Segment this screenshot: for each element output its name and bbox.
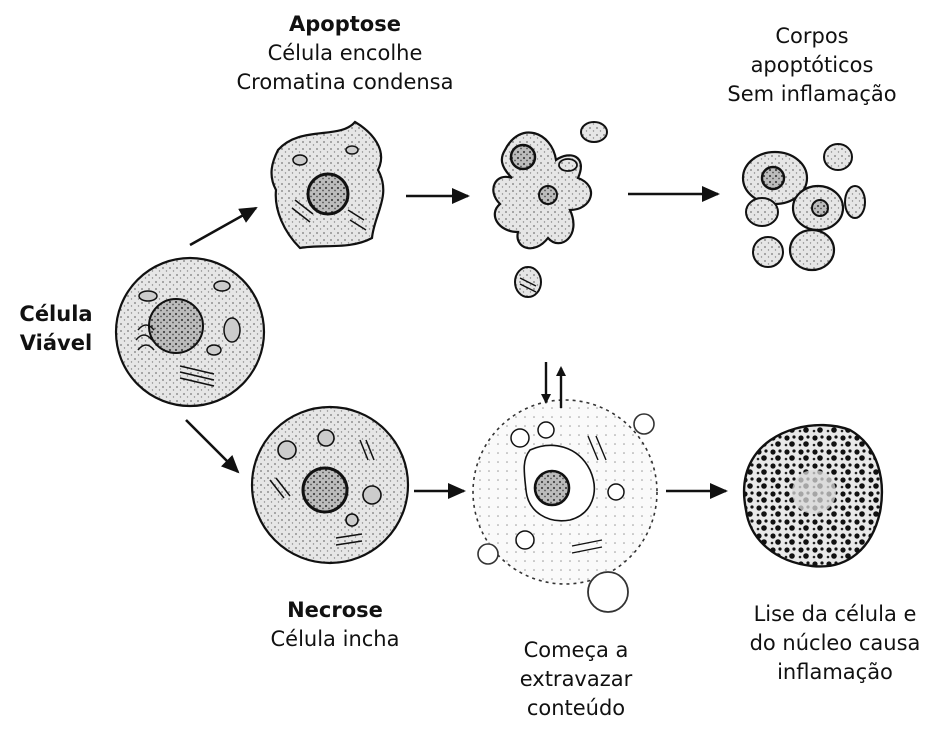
leak-line-1: Começa a	[514, 636, 638, 665]
apoptotic-bodies-line-1: Corpos	[712, 22, 912, 51]
shrunken-cell	[272, 122, 384, 248]
apoptotic-bodies-line-3: Sem inflamação	[712, 80, 912, 109]
apoptotic-bodies-line-2: apoptóticos	[712, 51, 912, 80]
arrow-viable-to-necrosis	[186, 420, 238, 472]
leak-line-2: extravazar	[514, 665, 638, 694]
viable-label: Célula Viável	[10, 300, 102, 358]
apoptotic-bodies	[743, 144, 865, 270]
leak-line-3: conteúdo	[514, 694, 638, 723]
apoptosis-label: Apoptose Célula encolhe Cromatina conden…	[218, 10, 472, 97]
viable-line-1: Célula	[10, 300, 102, 329]
viable-cell	[116, 258, 264, 406]
apoptosis-line-1: Célula encolhe	[218, 39, 472, 68]
leaking-cell	[473, 362, 657, 612]
arrow-viable-to-apoptosis	[190, 208, 256, 245]
necrosis-line-1: Célula incha	[262, 625, 408, 654]
lysis-line-2: do núcleo causa	[738, 629, 932, 658]
necrosis-label: Necrose Célula incha	[262, 596, 408, 654]
lysis-line-3: inflamação	[738, 658, 932, 687]
apoptotic-bodies-label: Corpos apoptóticos Sem inflamação	[712, 22, 912, 109]
budding-cell	[493, 122, 607, 297]
leak-label: Começa a extravazar conteúdo	[514, 636, 638, 723]
apoptosis-title: Apoptose	[218, 10, 472, 39]
swollen-cell	[252, 407, 408, 563]
necrosis-title: Necrose	[262, 596, 408, 625]
lysed-cell	[744, 425, 882, 566]
apoptosis-line-2: Cromatina condensa	[218, 68, 472, 97]
viable-line-2: Viável	[10, 329, 102, 358]
lysis-line-1: Lise da célula e	[738, 600, 932, 629]
lysis-label: Lise da célula e do núcleo causa inflama…	[738, 600, 932, 687]
